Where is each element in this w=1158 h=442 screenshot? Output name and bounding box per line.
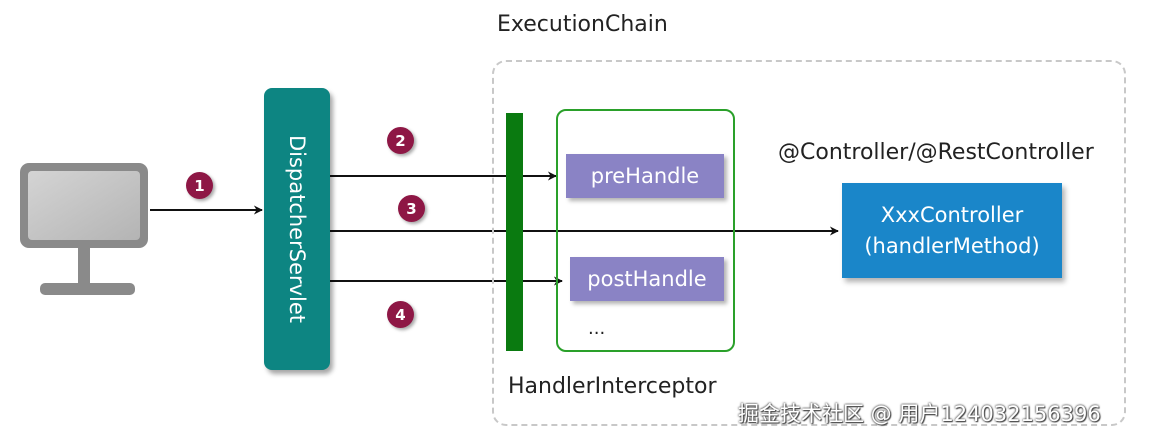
step-badge-4: 4 (387, 301, 414, 328)
watermark-text: 掘金技术社区 @ 用户124032156396 (738, 402, 1101, 426)
posthandle-box: postHandle (570, 257, 724, 301)
execution-chain-title: ExecutionChain (497, 12, 668, 37)
handler-interceptor-title: HandlerInterceptor (508, 374, 717, 399)
dispatcher-servlet-label: DispatcherServlet (285, 134, 309, 324)
dispatcher-servlet-block: DispatcherServlet (264, 88, 330, 370)
interceptor-ellipsis: ... (588, 318, 606, 339)
controller-box: XxxController (handlerMethod) (842, 183, 1062, 278)
desktop-monitor-icon (20, 163, 148, 295)
controller-annotation-label: @Controller/@RestController (778, 140, 1094, 165)
execution-chain-container (492, 60, 1126, 426)
step-badge-2: 2 (387, 127, 414, 154)
controller-name: XxxController (880, 202, 1024, 227)
controller-handler-method: (handlerMethod) (864, 233, 1040, 258)
prehandle-box: preHandle (566, 154, 724, 198)
handler-interceptor-container (556, 109, 735, 352)
step-badge-3: 3 (398, 195, 425, 222)
step-badge-1: 1 (186, 172, 213, 199)
interceptor-bar (506, 113, 523, 351)
